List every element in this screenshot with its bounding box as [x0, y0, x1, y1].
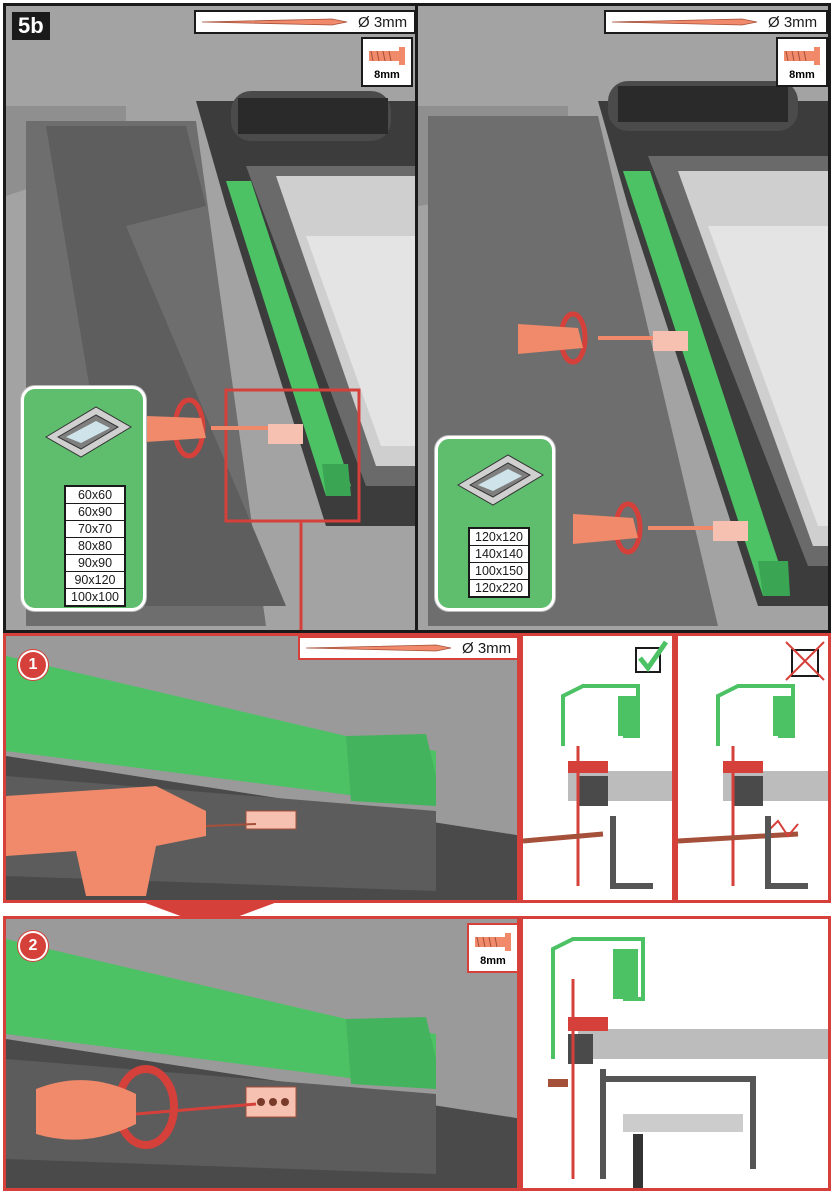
step-label: 5b	[12, 12, 50, 40]
size-item: 140x140	[470, 546, 528, 563]
detail-2-panel: 2 8mm	[3, 916, 520, 1191]
drill-bit-icon	[306, 644, 452, 652]
step-number-2: 2	[18, 931, 48, 961]
cross-section-final	[520, 916, 831, 1191]
step-arrow-icon	[140, 901, 280, 927]
size-item: 80x80	[66, 538, 124, 555]
size-item: 90x120	[66, 572, 124, 589]
drill-bit-diameter: Ø 3mm	[358, 13, 408, 31]
window-thumbnail-icon	[45, 406, 132, 458]
profile-section-final	[548, 937, 828, 1188]
profile-section-correct	[523, 684, 672, 889]
drill-bit-diameter: Ø 3mm	[462, 639, 512, 657]
top-right-panel: Ø 3mm 8mm 120x120 140x140 100x150 120x22…	[415, 3, 831, 633]
size-card-small: 60x60 60x90 70x70 80x80 90x90 90x120 100…	[21, 386, 146, 611]
top-left-panel: 5b Ø 3mm 8mm 60x60 60x90 70x70 80x80 90x…	[3, 3, 418, 633]
size-item: 100x100	[71, 590, 119, 604]
size-card-large: 120x120 140x140 100x150 120x220	[435, 436, 555, 611]
screw-icon	[369, 47, 405, 65]
check-box-icon	[635, 640, 668, 673]
drill-bit-icon	[612, 18, 758, 26]
size-item: 120x120	[470, 529, 528, 546]
size-list-small: 60x60 60x90 70x70 80x80 90x90 90x120 100…	[64, 485, 126, 607]
drill-bit-box: Ø 3mm	[604, 10, 828, 34]
drill-bit-box: Ø 3mm	[194, 10, 415, 34]
cross-section-incorrect	[675, 633, 831, 903]
screw-box: 8mm	[361, 37, 413, 87]
size-item: 70x70	[66, 521, 124, 538]
drill-bit-diameter: Ø 3mm	[768, 13, 818, 31]
size-item: 90x90	[66, 555, 124, 572]
screw-length: 8mm	[789, 69, 815, 81]
step-number-1: 1	[18, 650, 48, 680]
size-item: 60x90	[66, 504, 124, 521]
detail-1-panel: 1 Ø 3mm	[3, 633, 520, 903]
drilling-illustration	[6, 636, 517, 900]
screw-length: 8mm	[480, 955, 506, 967]
screw-box: 8mm	[467, 923, 517, 973]
screw-box: 8mm	[776, 37, 828, 87]
window-thumbnail-icon	[457, 454, 544, 506]
profile-section-incorrect	[678, 684, 828, 889]
drill-bit-box: Ø 3mm	[298, 636, 517, 660]
screw-icon	[784, 47, 820, 65]
size-list-large: 120x120 140x140 100x150 120x220	[468, 527, 530, 598]
drill-bit-icon	[202, 18, 348, 26]
cross-box-icon	[785, 641, 825, 681]
screw-icon	[475, 933, 511, 951]
cross-section-correct	[520, 633, 675, 903]
screw-length: 8mm	[374, 69, 400, 81]
size-item: 120x220	[475, 581, 523, 595]
size-item: 100x150	[470, 563, 528, 580]
screwing-illustration	[6, 919, 517, 1188]
size-item: 60x60	[66, 487, 124, 504]
